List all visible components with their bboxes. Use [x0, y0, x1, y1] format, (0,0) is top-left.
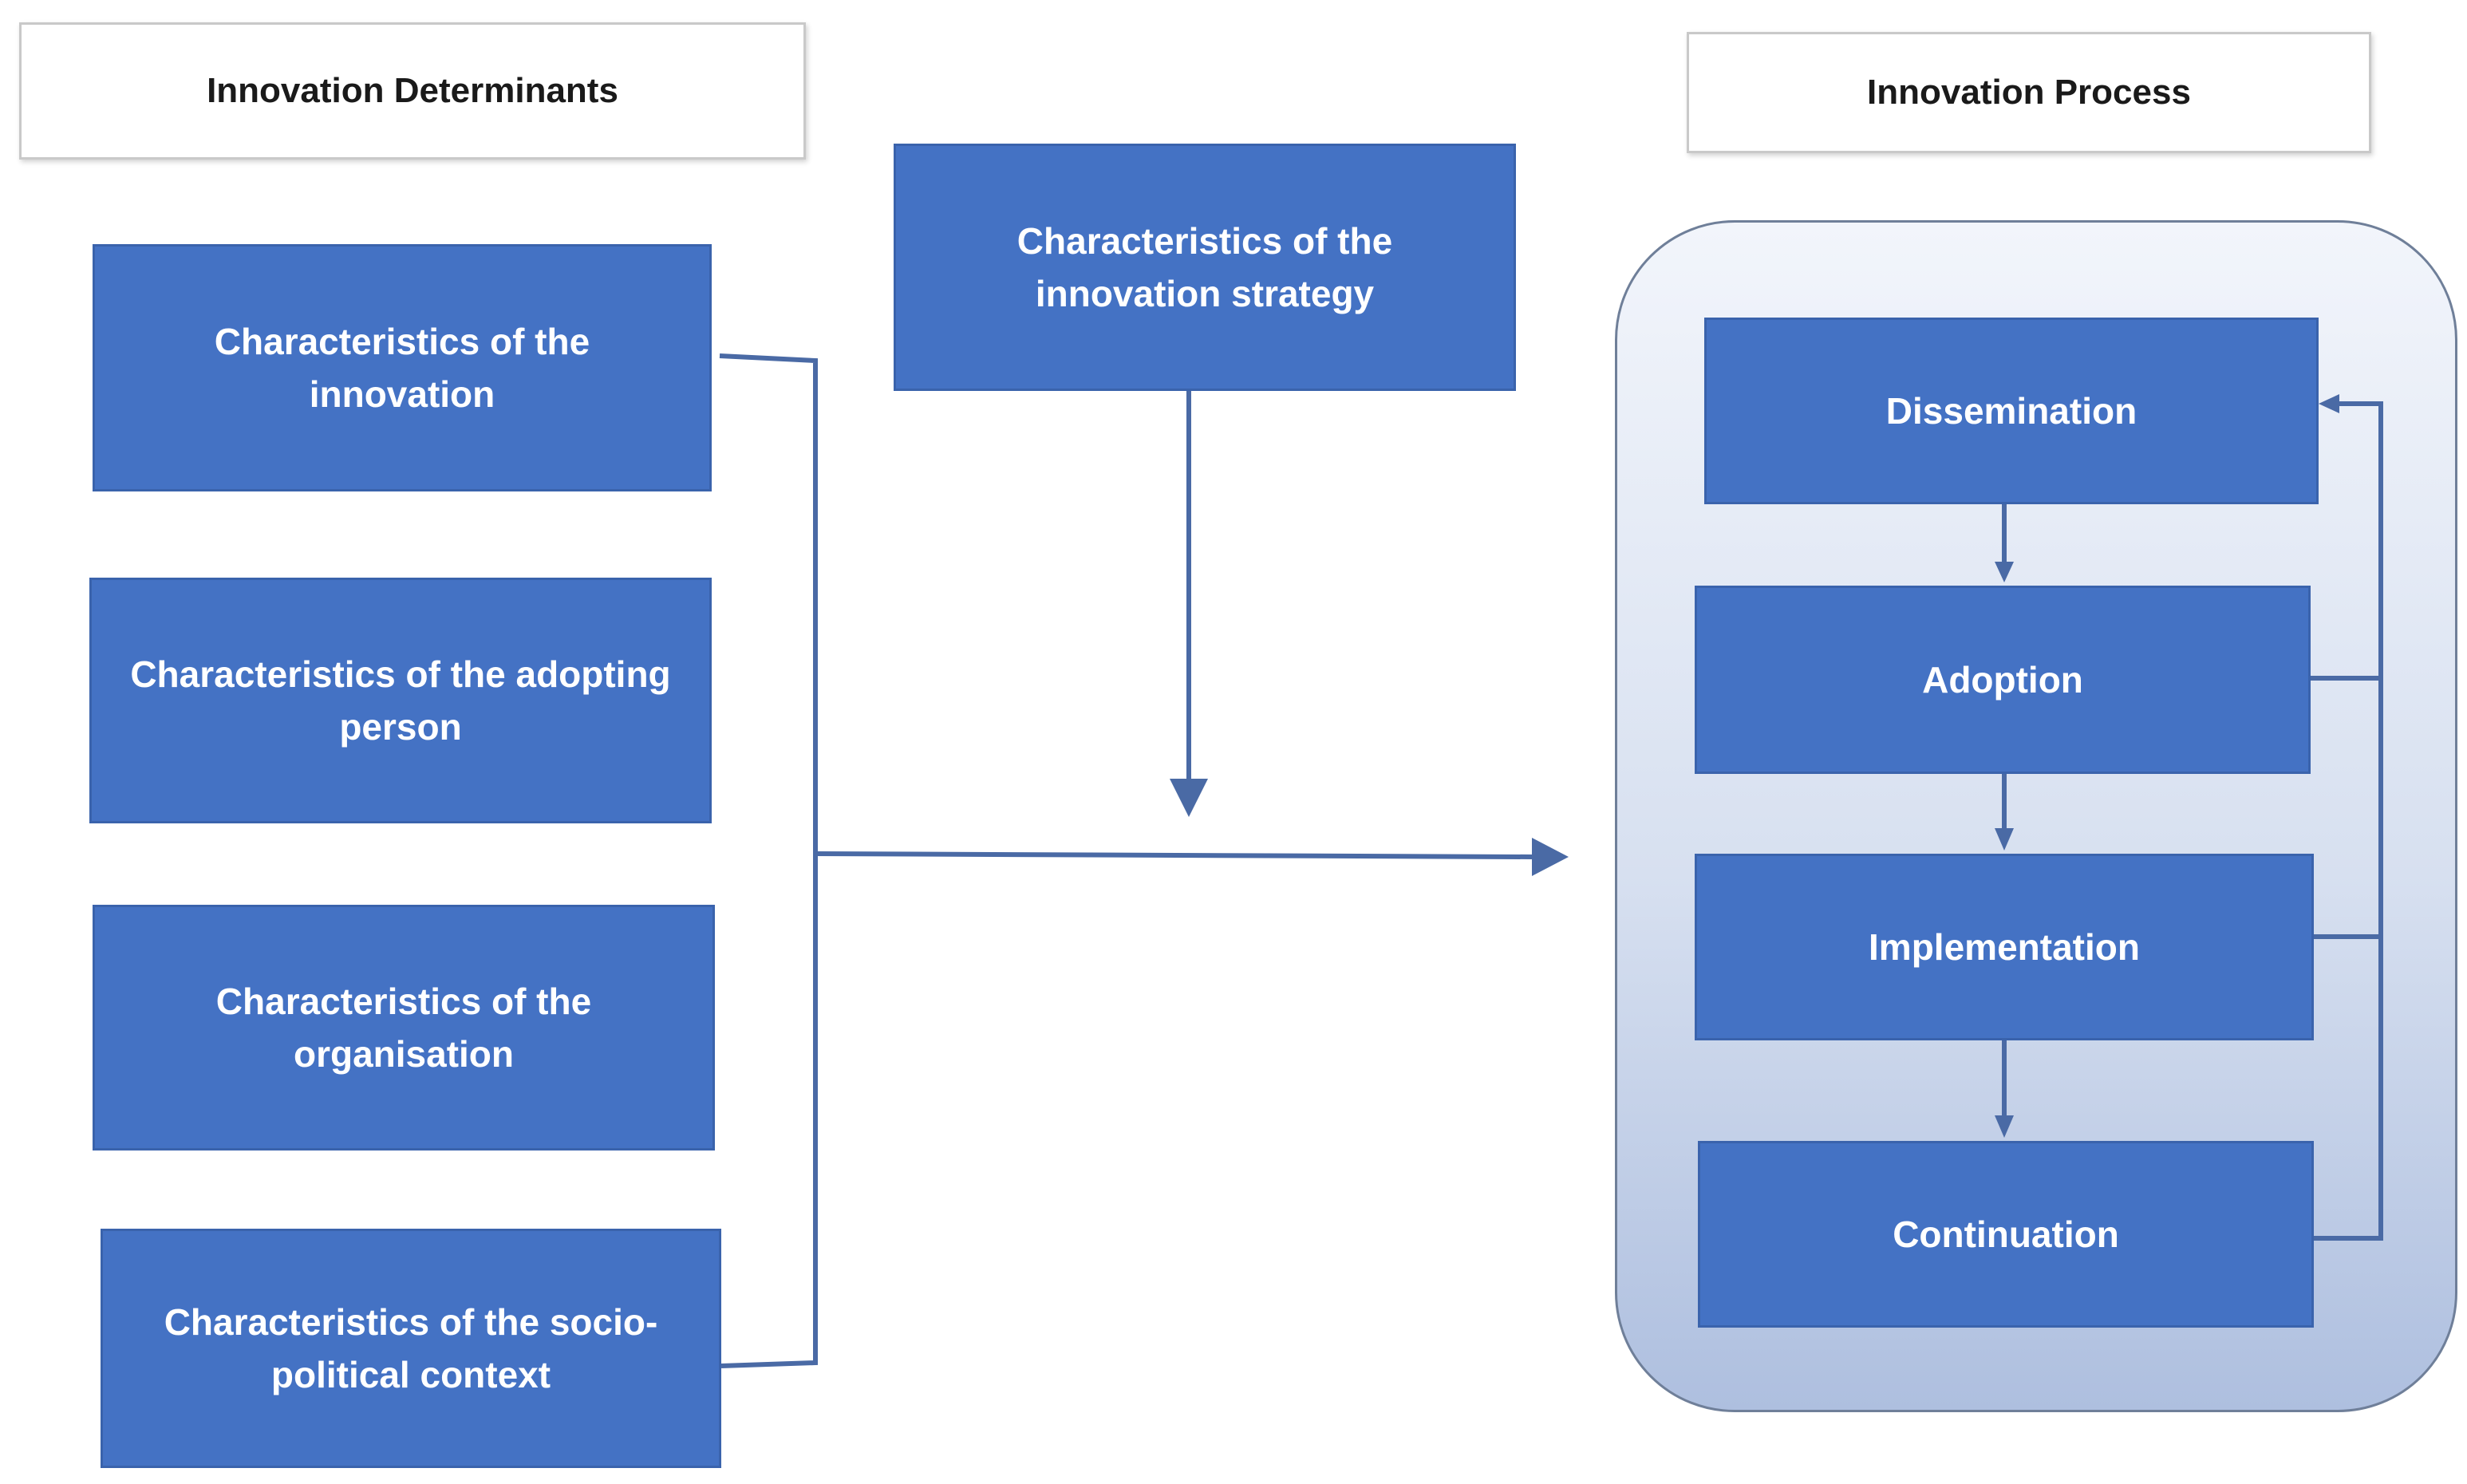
process-step-label-adoption: Adoption [1922, 659, 2083, 701]
process-step-dissemination: Dissemination [1704, 318, 2319, 504]
process-step-label-implementation: Implementation [1869, 926, 2140, 968]
process-step-adoption: Adoption [1695, 586, 2311, 774]
main-arrow-head [1532, 838, 1569, 876]
process-step-continuation: Continuation [1698, 1141, 2314, 1328]
determinant-box-adopting-person: Characteristics of the adopting person [89, 578, 712, 823]
main-arrow-line [815, 851, 1533, 859]
determinant-box-organisation: Characteristics of the organisation [93, 905, 715, 1150]
determinant-box-socio-political-context: Characteristics of the socio-political c… [101, 1229, 721, 1468]
strategy-label: Characteristics of the innovation strate… [1016, 220, 1393, 314]
determinant-label-adopting-person: Characteristics of the adopting person [130, 653, 671, 748]
determinant-label-organisation: Characteristics of the organisation [215, 981, 592, 1075]
innovation-determinants-header-label: Innovation Determinants [207, 71, 618, 110]
strategy-arrow-head [1170, 779, 1208, 817]
process-step-implementation: Implementation [1695, 854, 2314, 1040]
process-step-label-continuation: Continuation [1893, 1214, 2119, 1255]
innovation-process-header-label: Innovation Process [1867, 73, 2191, 112]
determinant-label-innovation: Characteristics of the innovation [214, 321, 590, 415]
determinant-label-socio-political-context: Characteristics of the socio-political c… [164, 1301, 658, 1395]
determinants-bracket [719, 353, 818, 1368]
innovation-determinants-header: Innovation Determinants [19, 22, 806, 160]
determinant-box-innovation: Characteristics of the innovation [93, 244, 712, 491]
process-step-label-dissemination: Dissemination [1885, 390, 2137, 432]
strategy-box: Characteristics of the innovation strate… [894, 144, 1516, 391]
innovation-process-header: Innovation Process [1687, 32, 2371, 153]
